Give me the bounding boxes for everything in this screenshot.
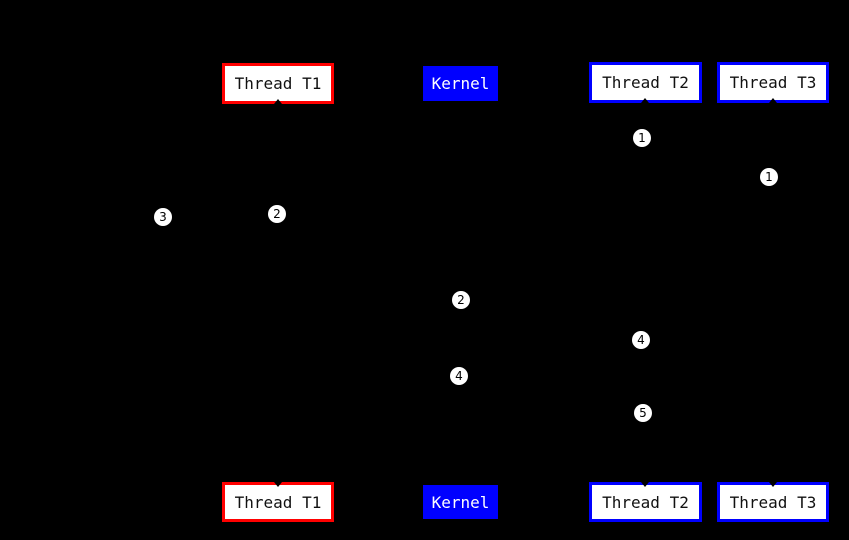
actor-box-thread-t1-bottom: Thread T1 <box>222 482 334 522</box>
step-circle-3-left: 3 <box>154 208 172 226</box>
step-circle-1-t2: 1 <box>633 129 651 147</box>
step-circle-4-kernel: 4 <box>450 367 468 385</box>
lifeline-nub-t3-top <box>769 98 777 103</box>
actor-box-kernel-bottom: Kernel <box>423 485 498 519</box>
lifeline-nub-t2-bottom <box>641 482 649 487</box>
lifeline-nub-t1-bottom <box>274 482 282 487</box>
lifeline-nub-t3-bottom <box>769 482 777 487</box>
actor-box-thread-t3-top: Thread T3 <box>717 62 829 103</box>
actor-box-thread-t3-bottom: Thread T3 <box>717 482 829 522</box>
step-circle-2-kernel: 2 <box>452 291 470 309</box>
step-circle-4-t2: 4 <box>632 331 650 349</box>
lifeline-nub-t1-top <box>274 99 282 104</box>
actor-box-kernel-top: Kernel <box>423 66 498 101</box>
step-circle-1-t3: 1 <box>760 168 778 186</box>
actor-box-thread-t2-top: Thread T2 <box>589 62 702 103</box>
step-circle-2-t1: 2 <box>268 205 286 223</box>
actor-box-thread-t1-top: Thread T1 <box>222 63 334 104</box>
actor-box-thread-t2-bottom: Thread T2 <box>589 482 702 522</box>
lifeline-nub-t2-top <box>641 98 649 103</box>
step-circle-5-t2: 5 <box>634 404 652 422</box>
